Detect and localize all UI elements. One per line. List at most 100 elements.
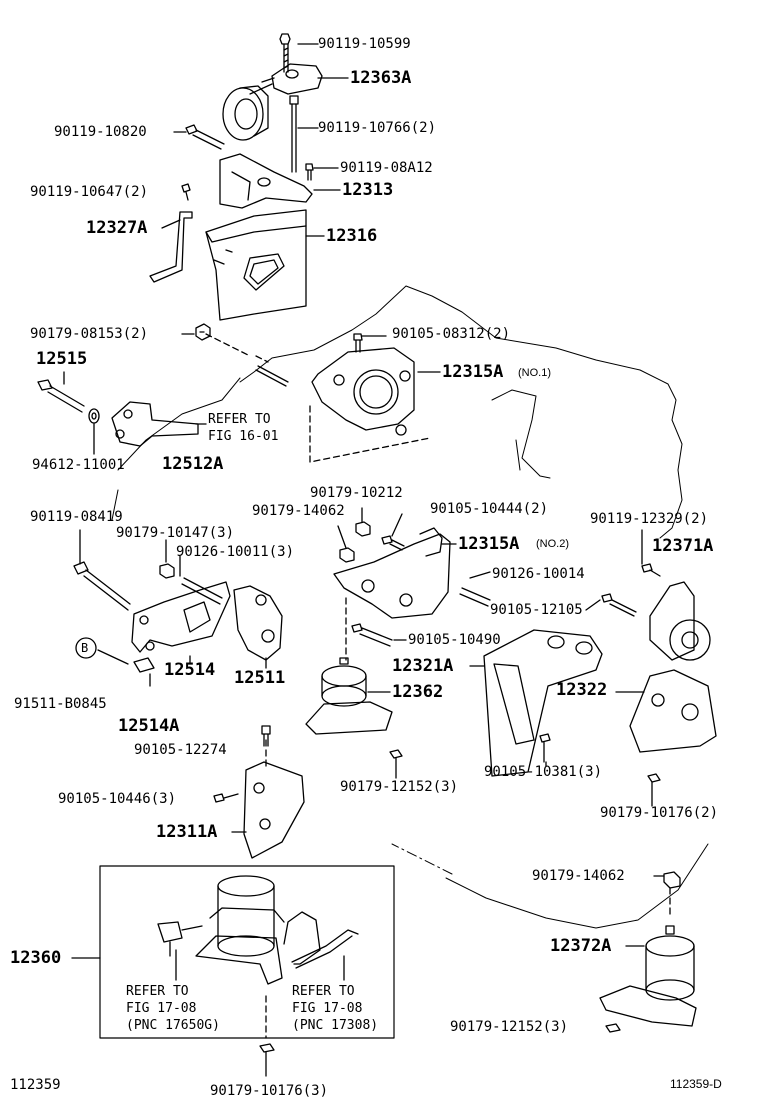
label-12514a: 12514A	[118, 716, 180, 736]
label-90105-08312: 90105-08312(2)	[392, 326, 511, 342]
part-90105-10381-bolt	[539, 733, 551, 763]
part-stud	[255, 365, 289, 387]
label-12327a: 12327A	[86, 218, 148, 238]
label-90119-08a12: 90119-08A12	[340, 160, 433, 176]
label-90105-12274: 90105-12274	[134, 742, 227, 758]
part-12362-mount	[305, 657, 393, 735]
label-12315a-no2-note: (NO.2)	[536, 538, 569, 550]
part-hoses	[283, 911, 359, 969]
part-90126-10011-stud	[181, 577, 223, 605]
part-12371a-mount	[649, 581, 711, 661]
label-90119-10766: 90119-10766(2)	[318, 120, 437, 136]
label-91511-b0845: 91511-B0845	[14, 696, 107, 712]
label-90119-08419: 90119-08419	[30, 509, 123, 525]
part-90179-14062-nut	[339, 547, 355, 563]
label-12511: 12511	[234, 668, 286, 688]
part-12515-bolt	[37, 379, 85, 413]
label-90179-08153: 90179-08153(2)	[30, 326, 149, 342]
label-12315a-no1: 12315A	[442, 362, 504, 382]
part-90179-10147-nut	[159, 563, 175, 579]
part-90119-12329-bolt	[641, 563, 661, 577]
label-12363a: 12363A	[350, 68, 412, 88]
label-90179-10212: 90179-10212	[310, 485, 403, 501]
footer-illustration-code: 112359-D	[670, 1077, 722, 1091]
part-12512a-bracket	[111, 401, 199, 447]
label-12313: 12313	[342, 180, 394, 200]
part-90119-08419-bolt	[73, 561, 131, 611]
part-90119-10766-bolt	[289, 95, 299, 173]
label-circle-b: B	[81, 641, 89, 655]
part-91511-b0845-bolt	[133, 657, 155, 673]
label-90179-12152: 90179-12152(3)	[340, 779, 459, 795]
part-90119-10599-bolt	[279, 33, 291, 73]
label-90119-10647: 90119-10647(2)	[30, 184, 149, 200]
part-90179-10176-nut-b	[259, 1043, 275, 1053]
part-90179-12152-nut	[389, 749, 403, 759]
label-12321a: 12321A	[392, 656, 454, 676]
label-12315a-no2: 12315A	[458, 534, 520, 554]
label-90105-10444: 90105-10444(2)	[430, 501, 549, 517]
label-refer-fig-17-08-b: REFER TO FIG 17-08 (PNC 17308)	[292, 984, 379, 1033]
label-12362: 12362	[392, 682, 444, 702]
label-12322: 12322	[556, 680, 608, 700]
circle-b-marker	[75, 637, 97, 659]
label-12315a-no1-note: (NO.1)	[518, 367, 551, 379]
part-90179-10212-nut	[355, 521, 371, 537]
part-90119-10820-bolt	[185, 124, 225, 150]
part-90105-10444-bolt	[381, 535, 405, 551]
label-90179-10147: 90179-10147(3)	[116, 525, 235, 541]
label-90126-10011: 90126-10011(3)	[176, 544, 295, 560]
part-12511-bracket	[233, 585, 283, 661]
label-90119-12329: 90119-12329(2)	[590, 511, 709, 527]
label-90119-10599: 90119-10599	[318, 36, 411, 52]
part-12313-bracket	[219, 153, 313, 209]
label-90126-10014: 90126-10014	[492, 566, 585, 582]
label-94612-11001: 94612-11001	[32, 457, 125, 473]
part-12315a-no1-bracket	[311, 347, 415, 436]
label-90105-10446: 90105-10446(3)	[58, 791, 177, 807]
part-12363a-bushing	[222, 85, 269, 141]
engine-outline	[239, 285, 683, 539]
label-12316: 12316	[326, 226, 378, 246]
part-90179-14062-nut-b	[663, 871, 681, 889]
label-12515: 12515	[36, 349, 88, 369]
label-refer-fig-16-01: REFER TO FIG 16-01	[208, 412, 279, 444]
part-12372a-mount	[599, 925, 697, 1027]
part-90119-08a12-bolt	[305, 163, 314, 181]
part-90105-12274-bolt	[261, 725, 271, 747]
label-90179-14062: 90179-14062	[252, 503, 345, 519]
part-90179-10176-nut	[647, 773, 661, 783]
part-12315a-no2-bracket	[333, 527, 451, 619]
label-12311a: 12311A	[156, 822, 218, 842]
label-90119-10820: 90119-10820	[54, 124, 147, 140]
part-90105-10490-bolt	[351, 623, 393, 647]
label-90105-12105: 90105-12105	[490, 602, 583, 618]
label-refer-fig-17-08-a: REFER TO FIG 17-08 (PNC 17650G)	[126, 984, 220, 1033]
part-90105-08312-bolt	[353, 333, 363, 353]
label-12360: 12360	[10, 948, 62, 968]
part-12311a-bracket	[243, 761, 305, 859]
part-90105-10446-bolt	[213, 793, 239, 803]
part-12321a-bracket	[483, 629, 603, 777]
label-12512a: 12512A	[162, 454, 224, 474]
label-90179-10176: 90179-10176(2)	[600, 805, 719, 821]
label-90105-10490: 90105-10490	[408, 632, 501, 648]
part-12360-mount	[195, 875, 285, 985]
label-12371a: 12371A	[652, 536, 714, 556]
part-12514-bracket	[131, 581, 231, 653]
label-90179-14062-b: 90179-14062	[532, 868, 625, 884]
part-90179-12152-nut-b	[605, 1023, 621, 1033]
label-90179-10176-b: 90179-10176(3)	[210, 1083, 329, 1099]
part-90105-12105-bolt	[601, 593, 637, 617]
label-12372a: 12372A	[550, 936, 612, 956]
footer-illustration-number: 112359	[10, 1077, 61, 1093]
part-12316-cover	[205, 209, 307, 321]
part-vsv	[157, 921, 203, 957]
part-12327a-stay	[149, 211, 193, 283]
part-90179-08153-nut	[195, 323, 211, 341]
label-90105-10381: 90105-10381(3)	[484, 764, 603, 780]
part-12360-box	[99, 865, 395, 1039]
part-90119-10647-bolt	[181, 183, 191, 201]
